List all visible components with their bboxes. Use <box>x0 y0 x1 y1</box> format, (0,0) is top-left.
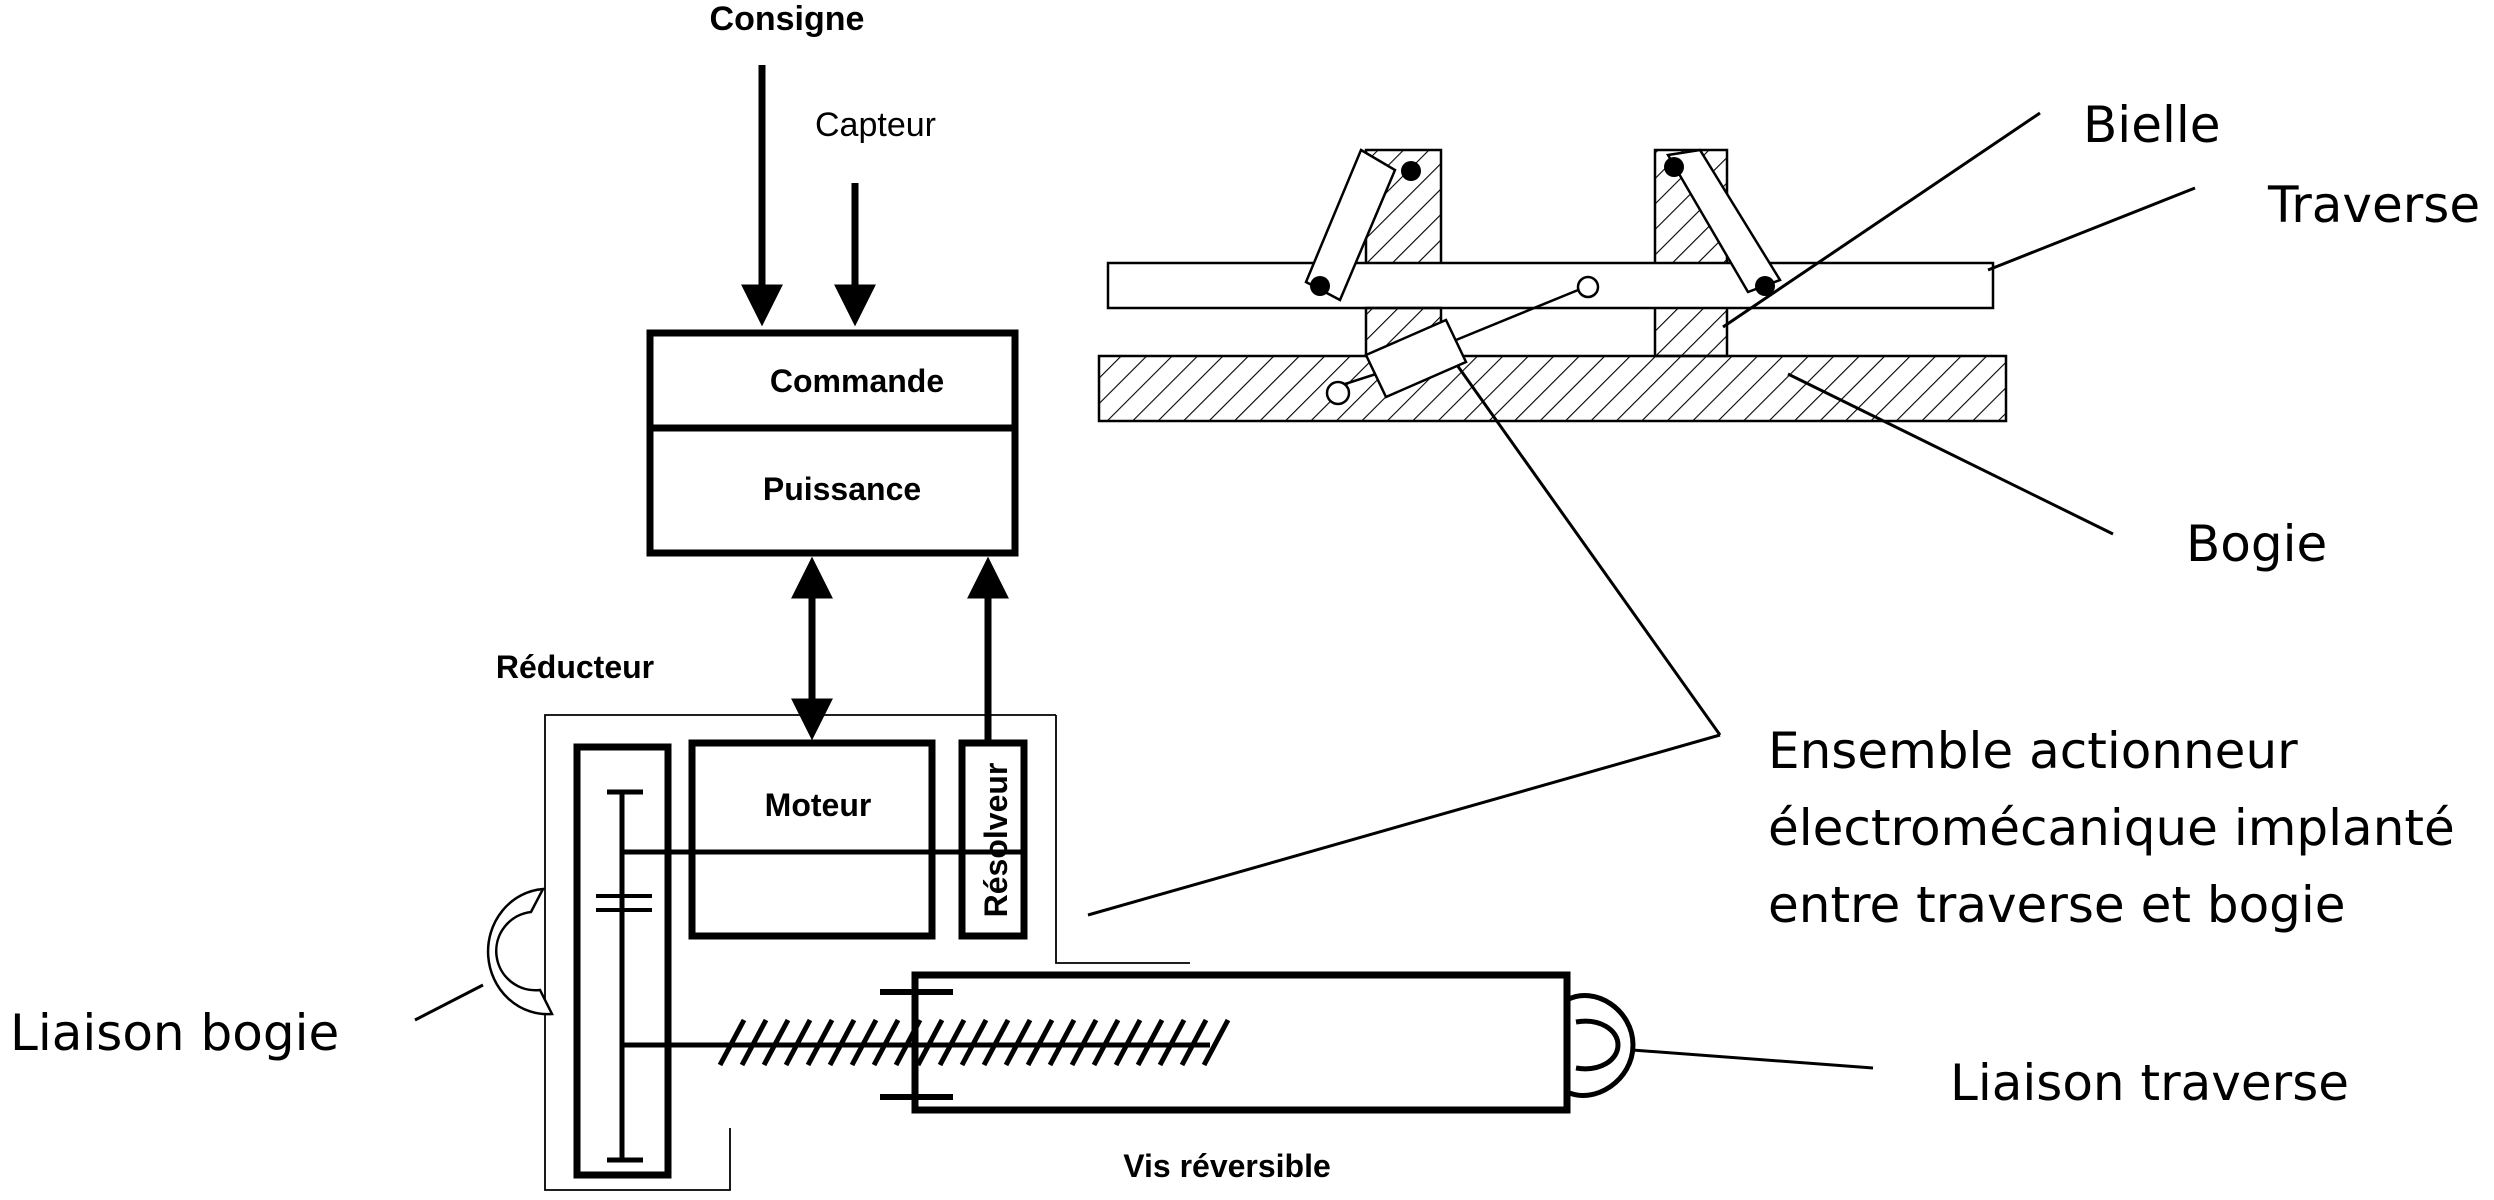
actionneur-eye-right <box>1576 275 1600 299</box>
thread-line <box>959 1018 989 1067</box>
thread-line <box>1113 1018 1143 1067</box>
thread-line <box>1047 1018 1077 1067</box>
resolveur-label: Résolveur <box>978 763 1014 918</box>
gear-frame <box>573 743 672 1179</box>
liaison-traverse-eye <box>1565 993 1636 1098</box>
thread-line <box>805 1018 835 1067</box>
screw-threads <box>717 1018 1231 1067</box>
liaison-traverse-leader <box>1631 1048 1874 1070</box>
ensemble-leader-lower <box>1087 733 1721 917</box>
thread-line <box>915 1018 945 1067</box>
thread-line <box>1025 1018 1055 1067</box>
bogie-label: Bogie <box>2186 515 2327 573</box>
traverse-label: Traverse <box>2267 176 2480 234</box>
consigne-label: Consigne <box>710 0 865 38</box>
ensemble-leader-upper <box>1455 364 1722 736</box>
thread-line <box>1157 1018 1187 1067</box>
thread-line <box>1003 1018 1033 1067</box>
commande-label: Commande <box>770 363 944 399</box>
reducteur-housing <box>544 714 1056 1191</box>
actionneur-link-left <box>1344 372 1377 386</box>
thread-line <box>717 1018 747 1067</box>
ensemble-label-line3: entre traverse et bogie <box>1768 876 2346 934</box>
ensemble-label-line2: électromécanique implanté <box>1768 799 2455 857</box>
reducteur-label: Réducteur <box>496 649 654 685</box>
bielle-right <box>1665 148 1782 294</box>
bogie-leader <box>1787 372 2114 536</box>
resolveur-block <box>958 739 1028 940</box>
bielle-label: Bielle <box>2083 96 2221 154</box>
pivot-right-top <box>1664 157 1684 177</box>
thread-line <box>739 1018 769 1067</box>
thread-line <box>1069 1018 1099 1067</box>
moteur-label: Moteur <box>765 787 872 823</box>
ensemble-label-line1: Ensemble actionneur <box>1768 722 2298 780</box>
thread-line <box>761 1018 791 1067</box>
actionneur-eye-left <box>1325 380 1351 406</box>
liaison-traverse-eye-inner <box>1575 1018 1621 1072</box>
thread-line <box>1201 1018 1231 1067</box>
commande-puissance-block <box>646 329 1019 557</box>
pivot-left-bottom <box>1310 276 1330 296</box>
pivot-left-top <box>1401 161 1421 181</box>
liaison-bogie-label: Liaison bogie <box>10 1004 339 1062</box>
thread-line <box>893 1018 923 1067</box>
traverse-leader <box>1987 186 2196 272</box>
bielle-left <box>1304 148 1397 302</box>
bogie-plate <box>1097 354 2008 423</box>
thread-line <box>1135 1018 1165 1067</box>
liaison-traverse-label: Liaison traverse <box>1950 1054 2349 1112</box>
thread-line <box>981 1018 1011 1067</box>
thread-line <box>937 1018 967 1067</box>
liaison-bogie-leader <box>414 983 484 1022</box>
actionneur-rod <box>1455 286 1584 342</box>
thread-line <box>1091 1018 1121 1067</box>
capteur-label: Capteur <box>815 106 936 144</box>
thread-line <box>871 1018 901 1067</box>
bielle-leader <box>1722 111 2041 329</box>
vis-label: Vis réversible <box>1123 1148 1331 1184</box>
liaison-bogie-clevis <box>486 887 554 1016</box>
housing-edge <box>1055 715 1190 964</box>
thread-line <box>849 1018 879 1067</box>
thread-line <box>827 1018 857 1067</box>
thread-line <box>783 1018 813 1067</box>
pivot-right-bottom <box>1755 276 1775 296</box>
actionneur-small <box>1364 318 1468 399</box>
moteur-block <box>688 739 936 940</box>
thread-line <box>1179 1018 1209 1067</box>
puissance-label: Puissance <box>763 471 921 507</box>
